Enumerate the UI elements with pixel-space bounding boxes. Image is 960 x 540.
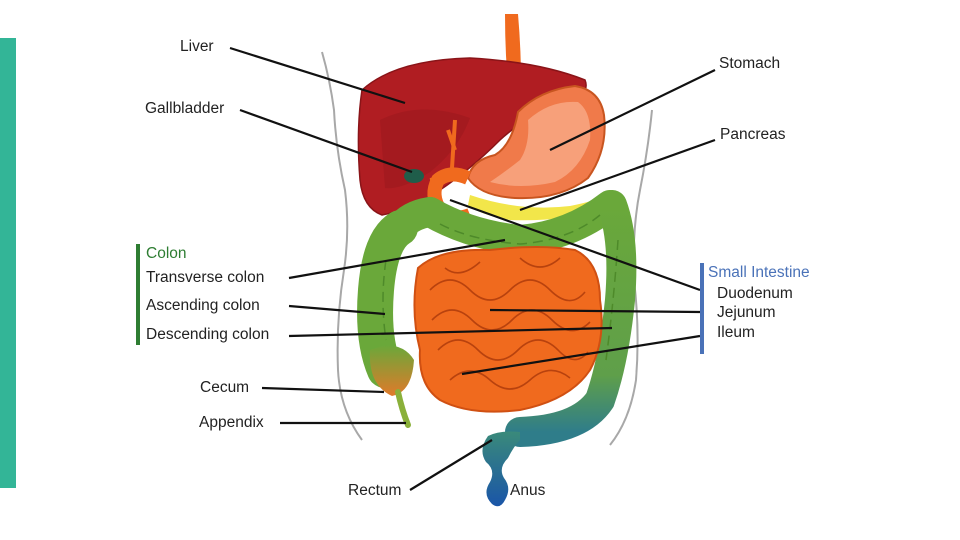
appendix bbox=[395, 389, 411, 428]
stomach-inner bbox=[490, 101, 591, 186]
accent-side-bar bbox=[0, 38, 16, 488]
label-ascending-colon: Ascending colon bbox=[146, 297, 260, 314]
label-cecum: Cecum bbox=[200, 379, 250, 396]
label-appendix: Appendix bbox=[199, 414, 264, 431]
label-jejunum: Jejunum bbox=[717, 304, 776, 321]
small-intestine-group-title: Small Intestine bbox=[708, 264, 810, 281]
label-pancreas: Pancreas bbox=[720, 126, 786, 143]
label-gallbladder: Gallbladder bbox=[145, 100, 225, 117]
label-ileum: Ileum bbox=[717, 324, 755, 341]
label-transverse-colon: Transverse colon bbox=[146, 269, 265, 286]
leader-lines bbox=[229, 46, 716, 491]
label-rectum: Rectum bbox=[348, 482, 402, 499]
small-intestine-group-bar bbox=[700, 263, 704, 354]
label-stomach: Stomach bbox=[719, 55, 781, 72]
label-descending-colon: Descending colon bbox=[146, 326, 270, 343]
intestine-folds bbox=[429, 257, 591, 390]
descending-colon bbox=[505, 190, 637, 447]
cecum bbox=[369, 345, 414, 396]
rectum bbox=[482, 431, 520, 507]
gallbladder bbox=[404, 169, 424, 183]
label-anus: Anus bbox=[510, 482, 546, 499]
label-duodenum: Duodenum bbox=[717, 285, 793, 302]
colon-group-bar bbox=[136, 244, 140, 345]
transverse-colon bbox=[415, 190, 625, 256]
colon bbox=[357, 190, 637, 447]
label-liver: Liver bbox=[180, 38, 214, 55]
colon-left-link bbox=[385, 197, 445, 243]
small-intestine bbox=[413, 246, 603, 413]
colon-group-title: Colon bbox=[146, 245, 187, 262]
